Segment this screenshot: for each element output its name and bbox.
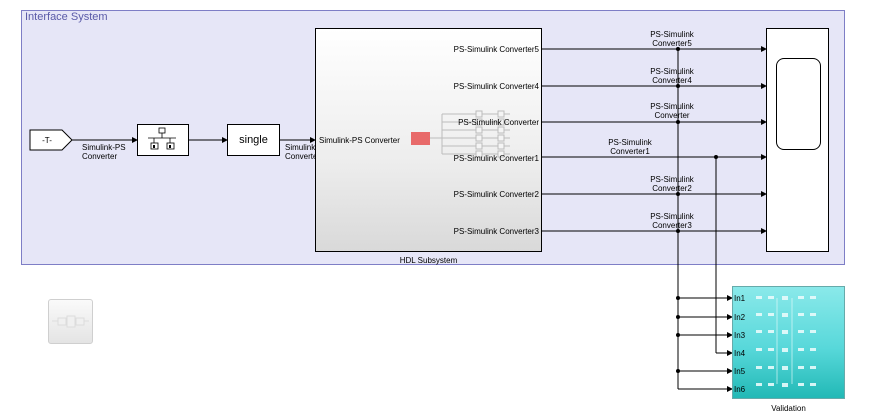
hdl-output-port-label: PS-Simulink Converter5 [453, 45, 539, 54]
hdl-subsystem-name: HDL Subsystem [399, 256, 458, 265]
from-tag-label: -T- [42, 136, 52, 145]
validation-block[interactable] [732, 286, 845, 399]
scope-screen [776, 58, 821, 150]
conv-in-label: Simulink-PS Converter [82, 143, 126, 161]
validation-inner-diagram [756, 296, 816, 387]
junction-dot [676, 47, 680, 51]
junction-dot [676, 369, 680, 373]
simulink-ps-converter-block[interactable] [137, 124, 189, 156]
junction-dot [676, 315, 680, 319]
hdl-output-port-label: PS-Simulink Converter3 [453, 227, 539, 236]
signal-label: PS-Simulink Converter [650, 102, 694, 120]
from-tag-shape [29, 129, 73, 151]
validation-port-label: In6 [734, 385, 746, 394]
disabled-subsystem-block[interactable] [48, 299, 93, 344]
hdl-marker [411, 132, 430, 145]
junction-dot [676, 192, 680, 196]
signal-label: PS-Simulink Converter1 [608, 138, 652, 156]
validation-name: Validation [771, 404, 806, 413]
validation-port-label: In2 [734, 313, 746, 322]
hdl-output-port-label: PS-Simulink Converter4 [453, 82, 539, 91]
hdl-inner-diagram [430, 110, 510, 158]
bus-icon [148, 127, 176, 150]
junction-dot [714, 155, 718, 159]
junction-dot [676, 296, 680, 300]
junction-dot [676, 84, 680, 88]
hdl-output-port-label: PS-Simulink Converter2 [453, 190, 539, 199]
hdl-output-port-label: PS-Simulink Converter1 [453, 154, 539, 163]
validation-port-label: In5 [734, 367, 746, 376]
conv-in2-label: Simulink-PS Converter [285, 143, 329, 161]
signal-label: PS-Simulink Converter4 [650, 67, 694, 85]
subsystem-icon [52, 315, 89, 328]
validation-port-label: In1 [734, 294, 746, 303]
single-block[interactable]: single [227, 124, 280, 156]
junction-dot [676, 333, 680, 337]
area-title: Interface System [25, 11, 108, 23]
hdl-input-port-label: Simulink-PS Converter [319, 136, 400, 145]
signal-label: PS-Simulink Converter5 [650, 30, 694, 48]
junction-dot [676, 229, 680, 233]
signal-label: PS-Simulink Converter2 [650, 175, 694, 193]
validation-port-label: In3 [734, 331, 746, 340]
hdl-output-port-label: PS-Simulink Converter [458, 118, 539, 127]
signal-label: PS-Simulink Converter3 [650, 212, 694, 230]
junction-dot [676, 120, 680, 124]
validation-port-label: In4 [734, 349, 746, 358]
